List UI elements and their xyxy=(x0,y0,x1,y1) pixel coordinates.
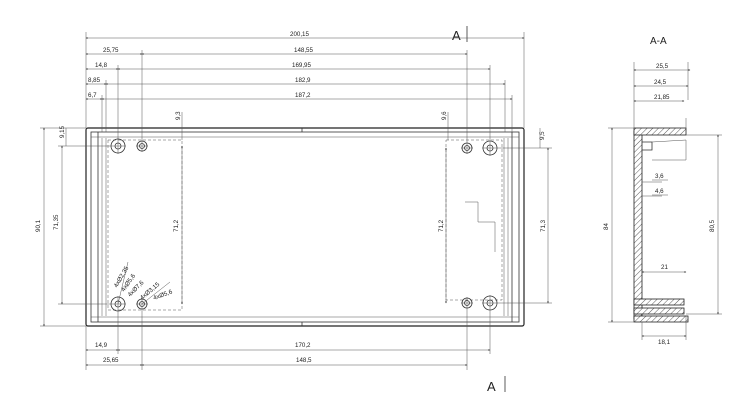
section-view: A-A 25,5 24,5 21,85 84 80,5 xyxy=(603,36,722,346)
section-title: A-A xyxy=(650,36,667,47)
dimension-label: 21 xyxy=(661,264,668,271)
mounting-hole xyxy=(482,295,498,311)
enclosure-outline xyxy=(85,127,525,327)
mounting-hole xyxy=(110,138,126,154)
dimension-label: 9,6 xyxy=(441,111,448,120)
dimension-label: 25,75 xyxy=(103,47,119,54)
dimension-label: 148,5 xyxy=(296,357,312,364)
top-dimensions: 200,15 25,75 148,55 14,8 169,95 8,85 182… xyxy=(85,31,525,142)
dimension-label: 14,9 xyxy=(95,342,108,349)
enclosure-inner-outline xyxy=(90,131,520,323)
dimension-label: 90,1 xyxy=(35,219,42,232)
dimension-label: 71,2 xyxy=(173,219,180,232)
dimension-label: 187,2 xyxy=(295,92,311,99)
section-mark-bottom: A xyxy=(487,379,496,394)
dimension-label: 9,5 xyxy=(539,131,546,140)
dimension-label: 148,55 xyxy=(294,47,313,54)
dimension-label: 25,65 xyxy=(103,357,119,364)
dimension-label: 6,7 xyxy=(88,92,97,99)
dimension-label: 4,6 xyxy=(655,188,664,195)
dimension-label: 182,9 xyxy=(295,77,311,84)
mounting-hole xyxy=(461,142,473,154)
dimension-label: 8,85 xyxy=(88,77,101,84)
dimension-label: 3,6 xyxy=(655,173,664,180)
section-mark-top: A xyxy=(452,28,461,43)
mounting-hole xyxy=(136,140,148,152)
dimension-label: 21,85 xyxy=(654,94,670,101)
dimension-label: 9,3 xyxy=(175,111,182,120)
mounting-hole xyxy=(461,297,473,309)
dimension-label: 25,5 xyxy=(656,63,669,70)
bottom-dimensions: 14,9 170,2 25,65 148,5 xyxy=(85,309,491,370)
dimension-label: 24,5 xyxy=(654,79,667,86)
dimension-label: 80,5 xyxy=(709,219,716,232)
dimension-label: 71,3 xyxy=(540,219,547,232)
dimension-label: 9,15 xyxy=(59,125,66,138)
mounting-hole xyxy=(482,140,498,156)
dimension-label: 200,15 xyxy=(290,31,309,38)
dimension-label: 84 xyxy=(603,223,610,230)
dimension-label: 18,1 xyxy=(658,339,671,346)
dimension-label: 14,8 xyxy=(95,62,108,69)
dimension-label: 71,2 xyxy=(438,219,445,232)
dimension-label: 71,35 xyxy=(53,214,60,230)
dimension-label: 169,95 xyxy=(292,62,311,69)
front-view: A A 200,15 25,75 148,55 14,8 169,95 8,85… xyxy=(35,26,552,394)
dimension-label: 170,2 xyxy=(295,342,311,349)
